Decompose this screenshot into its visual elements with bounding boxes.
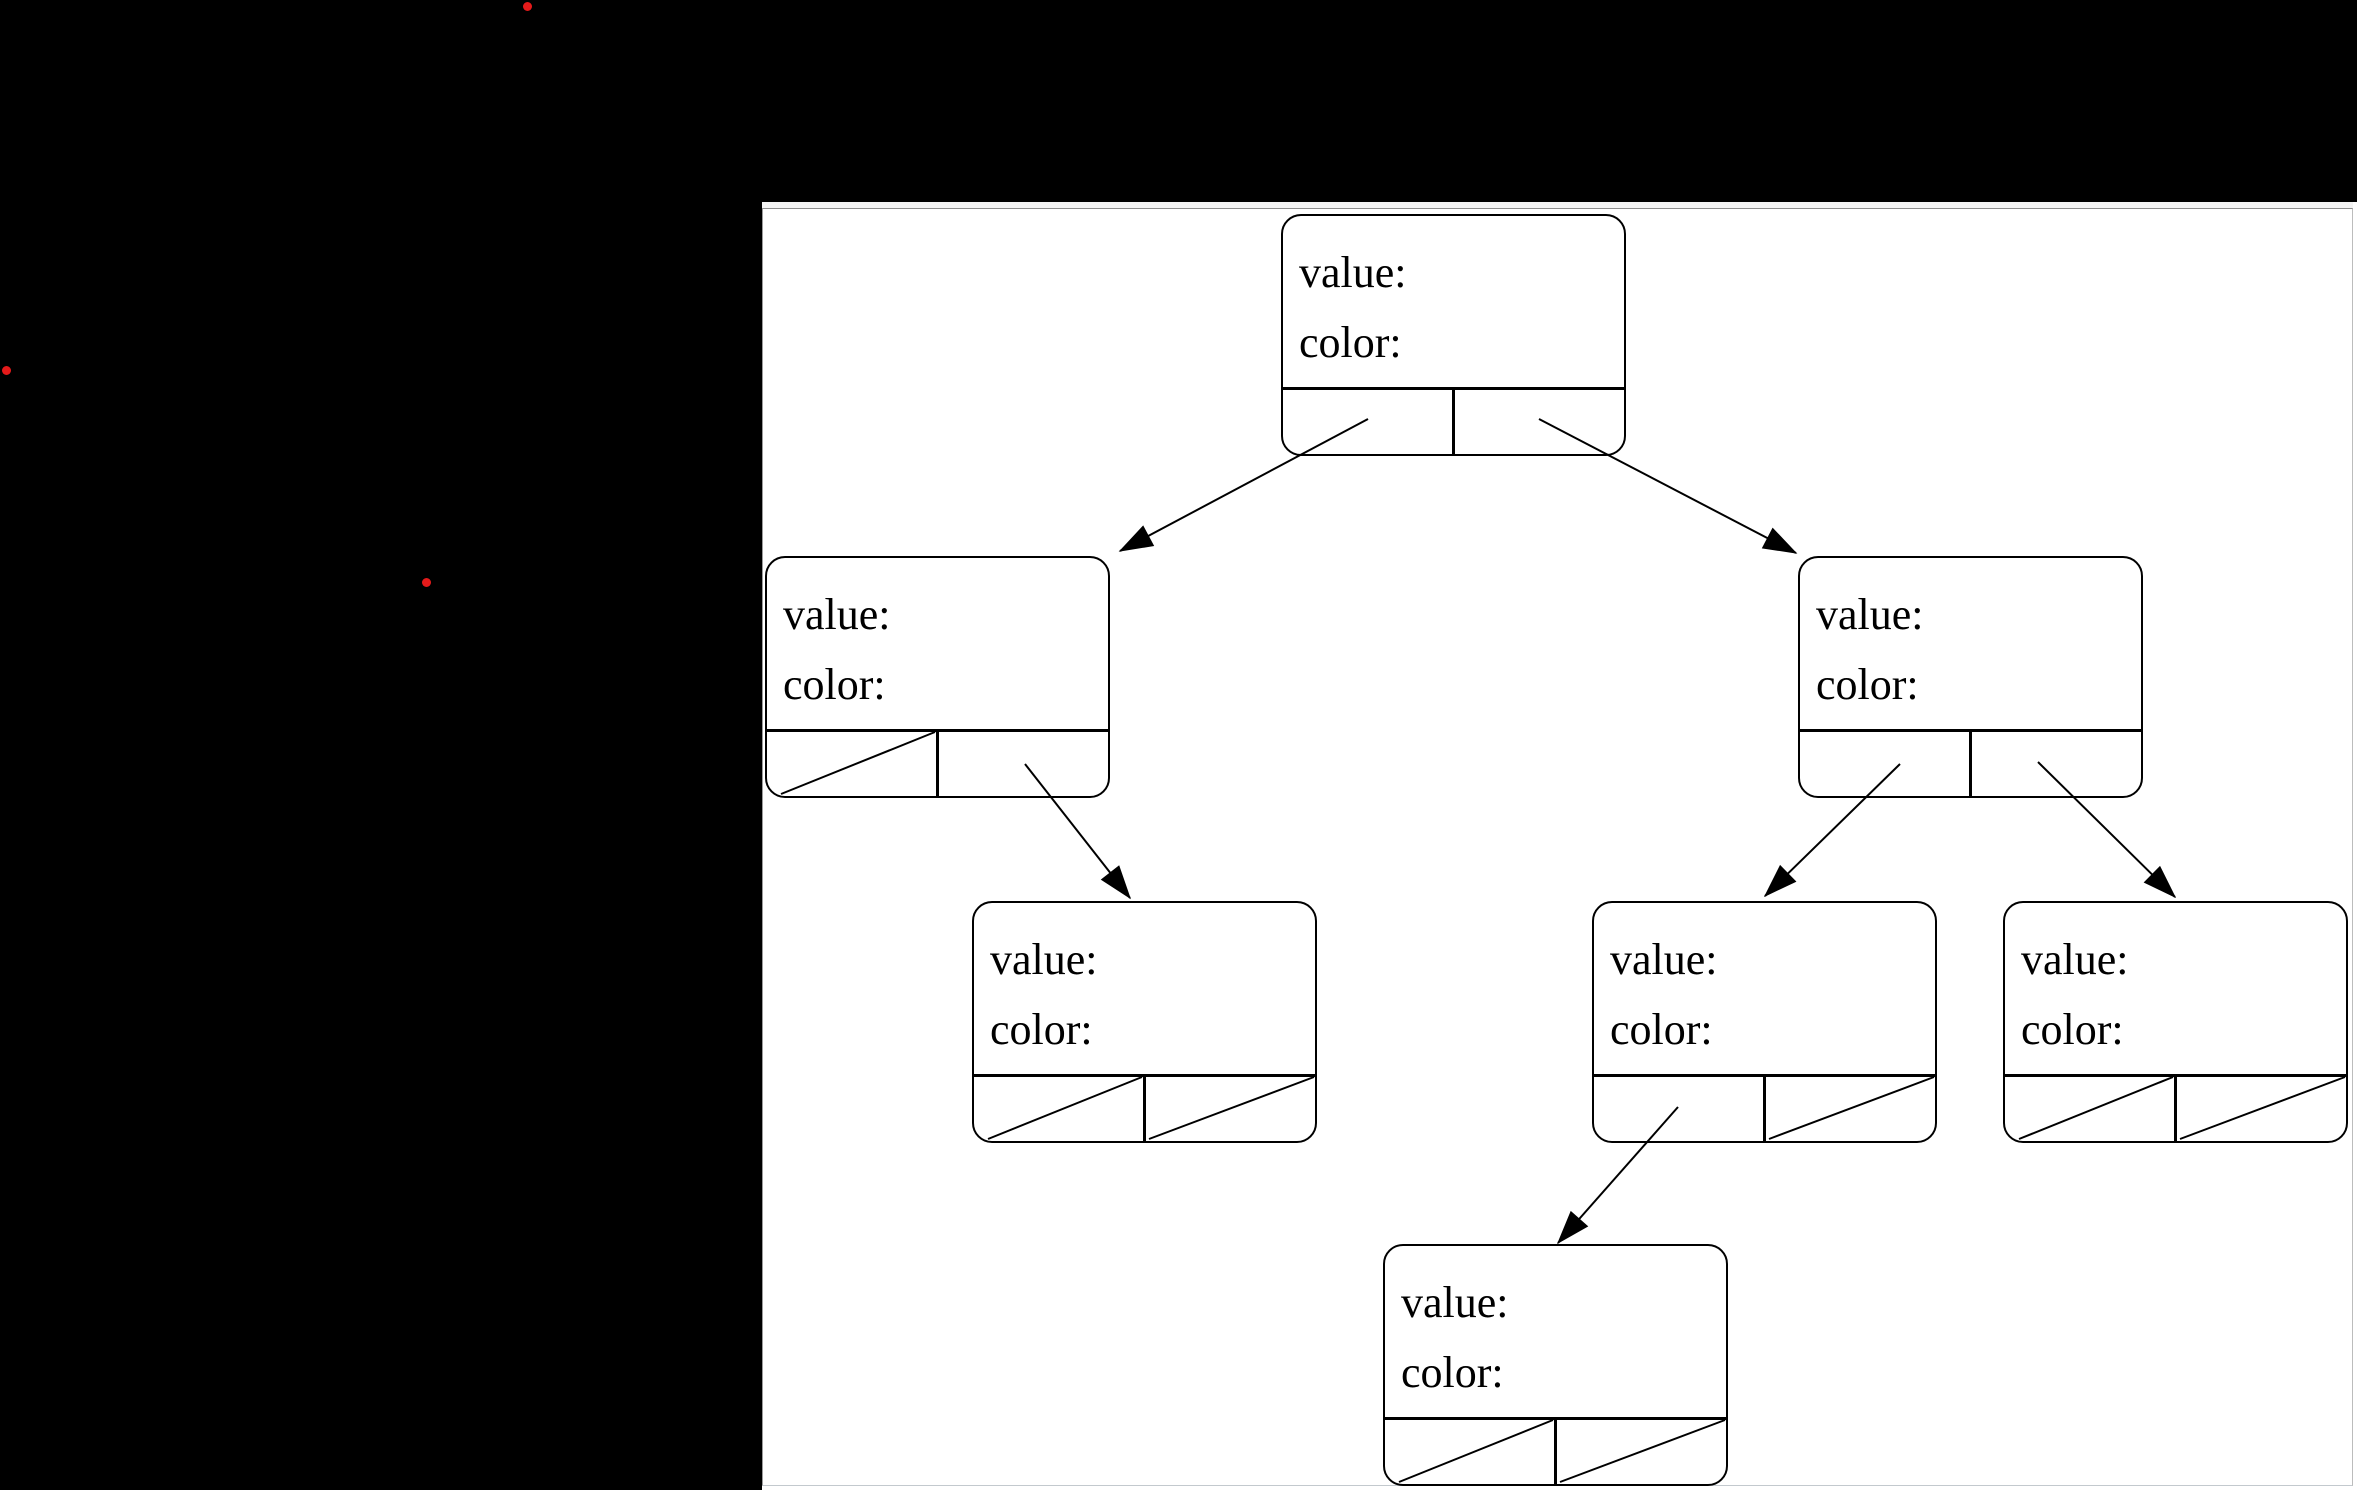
right-child-pointer-cell [1969,732,2141,796]
pointer-cells [767,729,1108,796]
node-field-labels: value: color: [974,903,1315,1074]
value-label: value: [1401,1278,1509,1327]
click-marker-dot [421,577,431,587]
window-top-strip [762,202,2353,208]
right-child-pointer-cell [2174,1077,2346,1141]
value-label: value: [2021,935,2129,984]
pointer-cells [1283,387,1624,454]
node-field-labels: value: color: [767,558,1108,729]
node-field-labels: value: color: [1385,1246,1726,1417]
value-label: value: [1610,935,1718,984]
left-child-pointer-cell [1385,1420,1554,1484]
pointer-cells [2005,1074,2346,1141]
tree-node-L: value: color: [765,556,1110,798]
left-child-pointer-cell [1594,1077,1763,1141]
pointer-cells [1385,1417,1726,1484]
color-label: color: [783,660,886,709]
value-label: value: [783,590,891,639]
value-label: value: [1816,590,1924,639]
tree-node-RLL: value: color: [1383,1244,1728,1486]
color-label: color: [1610,1005,1713,1054]
color-label: color: [2021,1005,2124,1054]
node-field-labels: value: color: [1283,216,1624,387]
pointer-cells [1594,1074,1935,1141]
left-child-pointer-cell [1800,732,1969,796]
left-child-pointer-cell [974,1077,1143,1141]
color-label: color: [1299,318,1402,367]
tree-node-LR: value: color: [972,901,1317,1143]
tree-node-root: value: color: [1281,214,1626,456]
tree-node-RL: value: color: [1592,901,1937,1143]
color-label: color: [1816,660,1919,709]
node-field-labels: value: color: [1800,558,2141,729]
tree-node-RR: value: color: [2003,901,2348,1143]
color-label: color: [1401,1348,1504,1397]
value-label: value: [1299,248,1407,297]
tree-node-R: value: color: [1798,556,2143,798]
click-marker-dot [1,365,11,375]
right-child-pointer-cell [936,732,1108,796]
left-child-pointer-cell [1283,390,1452,454]
pointer-cells [1800,729,2141,796]
left-child-pointer-cell [767,732,936,796]
right-child-pointer-cell [1554,1420,1726,1484]
node-field-labels: value: color: [1594,903,1935,1074]
viewer-window: value:color:value:color:value:color:valu… [762,202,2357,1490]
click-marker-dot [522,1,532,11]
right-child-pointer-cell [1143,1077,1315,1141]
pointer-cells [974,1074,1315,1141]
right-child-pointer-cell [1763,1077,1935,1141]
right-child-pointer-cell [1452,390,1624,454]
value-label: value: [990,935,1098,984]
color-label: color: [990,1005,1093,1054]
left-child-pointer-cell [2005,1077,2174,1141]
diagram-layer: value:color:value:color:value:color:valu… [762,202,2357,1490]
node-field-labels: value: color: [2005,903,2346,1074]
